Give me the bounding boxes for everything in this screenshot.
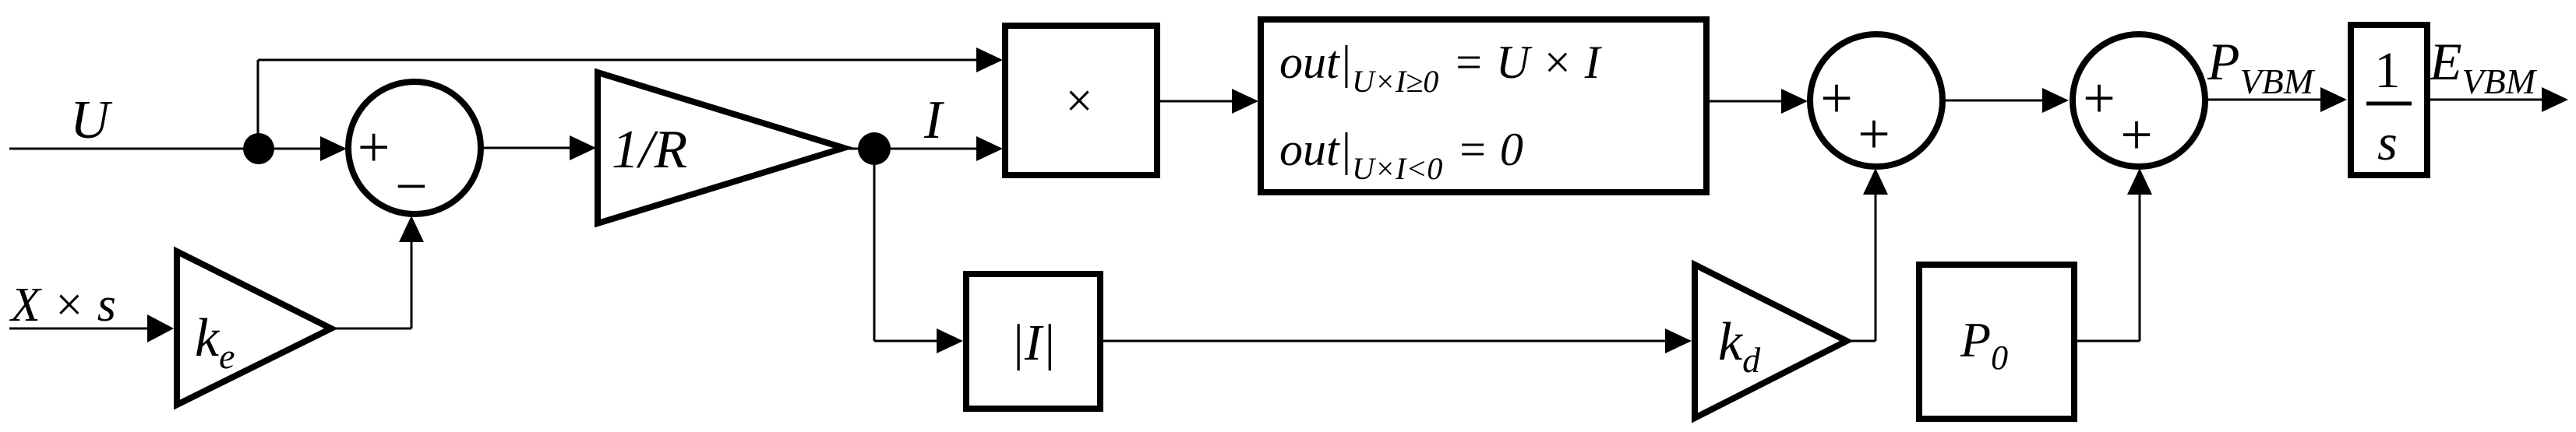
arrowhead-ke-into-sum1 [399,216,424,242]
arrowhead-into-gain-kd [1665,328,1692,353]
input-label-x-times-s: X × s [9,279,116,332]
signal-label-pvbm: PVBM [2207,32,2316,101]
gain-1-over-r-label: 1/R [612,120,687,180]
arrowhead-into-saturation [1232,89,1258,114]
integrator-block [2348,22,2430,178]
pvbm-sub: VBM [2240,61,2316,101]
p0-main: P [1960,312,1991,367]
wires [9,58,2542,342]
saturation-block [1258,16,1710,195]
gain-kd-label: kd [1718,312,1761,380]
eq2-prefix: out| [1279,124,1352,175]
arrowhead-kd-into-sum2 [1863,168,1888,195]
sum1-sign-bottom: − [395,155,428,219]
arrowhead-into-gain-ke [147,314,174,342]
gain-kd-sub: d [1742,340,1761,380]
gain-ke-main: k [195,308,221,368]
sum3-sign-left: + [2083,67,2115,131]
pvbm-main: P [2207,32,2240,91]
arrowhead-u-into-sum1 [320,136,347,161]
p0-label: P0 [1960,312,2008,377]
eq1-subscript: U×I≥0 [1352,64,1438,99]
arrowheads [147,47,2568,353]
arrowhead-into-sum2 [1781,89,1808,114]
eq1-rhs: = U × I [1452,37,1602,88]
gain-block-ke [174,246,338,410]
gain-ke-sub: e [219,336,235,376]
sum1-sign-left: + [354,116,393,180]
gain-kd-main: k [1718,312,1744,372]
abs-block-label: |I| [1011,314,1056,371]
saturation-eq-line1: out|U×I≥0 = U × I [1279,37,1603,99]
evbm-sub: VBM [2462,61,2538,101]
arrowhead-p0-into-sum3 [2127,168,2152,195]
p0-sub: 0 [1991,339,2008,377]
branch-dot-i [858,132,891,165]
eq2-rhs: = 0 [1456,124,1523,175]
sum-junction-2 [1807,31,1946,170]
evbm-main: E [2429,32,2462,91]
branch-dot-u [243,133,274,164]
arrowhead-into-integrator [2320,87,2347,112]
arrowhead-branch-into-multiply [976,47,1003,72]
input-label-u: U [70,90,113,150]
output-label-evbm: EVBM [2429,32,2538,101]
sum2-sign-bottom: + [1858,103,1890,167]
arrowhead-into-gain-r [570,135,596,160]
arrowhead-i-into-multiply [976,136,1003,161]
saturation-eq-line2: out|U×I<0 = 0 [1279,124,1523,186]
arrowhead-output-evbm [2542,87,2568,112]
multiply-block-label: × [1066,75,1093,128]
gain-ke-label: ke [195,308,235,376]
eq1-prefix: out| [1279,37,1352,88]
integrator-denominator: s [2377,114,2398,171]
abs-block [963,271,1103,412]
sum-junction-3 [2070,31,2208,170]
arrowhead-into-sum3 [2042,88,2069,113]
sum-junction-1 [345,79,484,217]
multiply-block [1002,23,1160,178]
gain-block-1-over-r [595,68,855,228]
integrator-numerator: 1 [2375,42,2401,99]
arrowhead-into-abs [937,328,963,353]
eq2-subscript: U×I<0 [1352,151,1442,186]
sum3-sign-bottom: + [2120,104,2153,167]
sum2-sign-left: + [1820,67,1853,131]
constant-block-p0 [1916,262,2077,422]
gain-block-kd [1692,259,1854,423]
signal-label-i: I [923,90,945,150]
